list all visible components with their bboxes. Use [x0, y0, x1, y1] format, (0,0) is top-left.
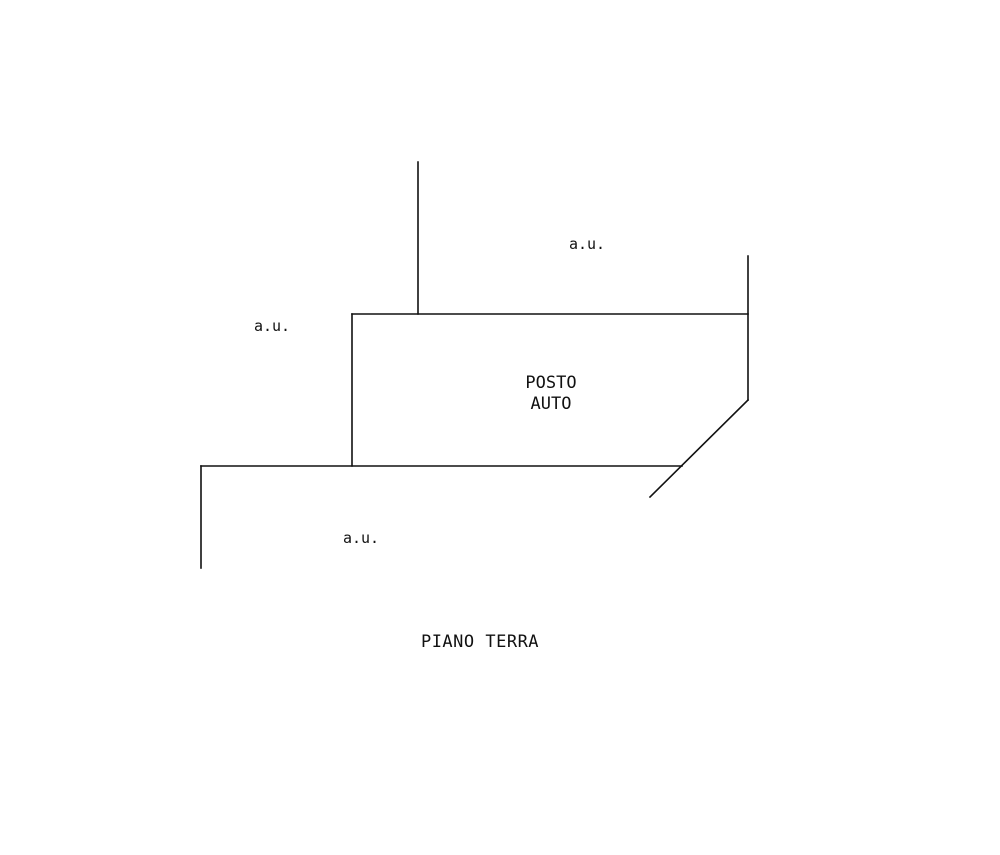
parking-label-line1: POSTO [525, 373, 576, 393]
parking-label-line2: AUTO [531, 394, 572, 414]
floor-title: PIANO TERRA [421, 632, 539, 652]
area-label-left: a.u. [254, 317, 290, 335]
area-label-top-right: a.u. [569, 235, 605, 253]
area-label-bottom: a.u. [343, 529, 379, 547]
wall-diagonal [648, 398, 750, 499]
